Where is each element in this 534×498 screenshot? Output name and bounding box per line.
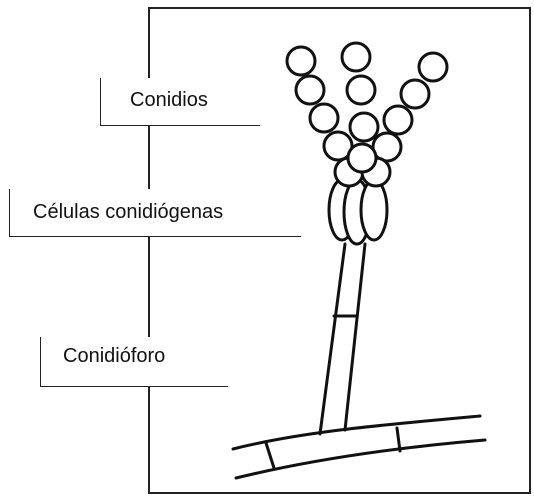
conidium — [296, 76, 324, 104]
conidium — [310, 104, 338, 132]
conidium — [347, 76, 375, 104]
conidioforo-label: Conidióforo — [63, 345, 165, 368]
celulas-conidiogenas-label: Células conidiógenas — [33, 201, 223, 224]
conidium — [401, 80, 429, 108]
phialide-right — [361, 180, 387, 240]
conidium — [287, 47, 315, 75]
conidium — [350, 113, 378, 141]
conidium — [348, 144, 376, 172]
conidium — [419, 53, 447, 81]
conidium — [384, 106, 412, 134]
conidium — [342, 43, 370, 71]
conidios-label: Conidios — [130, 89, 208, 112]
